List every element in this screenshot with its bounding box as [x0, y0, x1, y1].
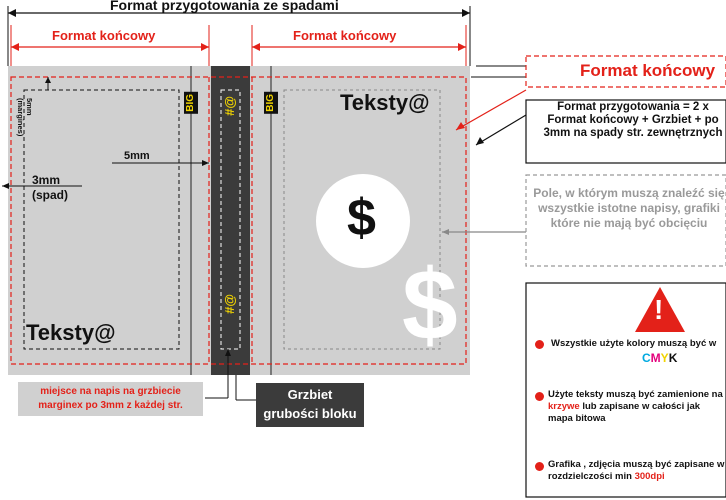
spine — [211, 66, 250, 375]
bleed-label: 3mm (spad) — [32, 173, 68, 202]
arrow-left-icon — [8, 9, 16, 17]
spine-thickness-note: Grzbiet grubości bloku — [256, 385, 364, 423]
final-format-label-left: Format końcowy — [52, 28, 156, 43]
big-dollar-icon: $ — [402, 249, 458, 361]
bleed-format-legend: Format przygotowania = 2 x Format końcow… — [543, 101, 723, 139]
spine-text-note-line2: marginex po 3mm z każdej str. — [38, 400, 183, 411]
back-cover-text: Teksty@ — [26, 320, 116, 345]
trim-line — [10, 76, 467, 365]
crease-label-left: BIG — [184, 92, 198, 114]
spine-thickness-line1: Grzbiet — [287, 387, 333, 402]
arrow-right-icon — [458, 43, 466, 51]
cmyk-label: CMYK — [642, 351, 677, 365]
cmyk-y: Y — [660, 351, 669, 365]
final-format-label-right: Format końcowy — [293, 28, 397, 43]
rule-curves: Użyte teksty muszą być zamienione na krz… — [548, 389, 723, 424]
front-cover-text: Teksty@ — [340, 90, 430, 115]
arrow-up-icon — [225, 349, 231, 356]
margin-label: 5mm (margines) — [16, 98, 34, 137]
logo-circle — [316, 174, 410, 268]
arrow-up-icon — [45, 77, 51, 83]
arrow-left-icon — [2, 183, 9, 189]
bullet-icon — [535, 340, 544, 349]
cmyk-m: M — [650, 351, 661, 365]
bleed-format-legend-box — [525, 99, 726, 164]
bleed-format-label: Format przygotowania ze spadami — [110, 0, 339, 13]
arrow-icon — [456, 122, 465, 130]
arrow-left-icon — [252, 43, 260, 51]
callout-line — [455, 89, 527, 131]
cmyk-c: C — [642, 351, 651, 365]
warning-symbol: ! — [654, 294, 664, 325]
arrow-right-icon — [202, 160, 209, 166]
spine-text-note-line1: miejsce na napis na grzbiecie — [40, 386, 181, 397]
inner-margin-label: 5mm — [124, 150, 150, 162]
crease-label-right: BIG — [264, 92, 278, 114]
safe-area-legend: Pole, w którym muszą znaleźć się wszystk… — [533, 186, 725, 230]
cmyk-k: K — [668, 351, 678, 365]
safe-area-back — [23, 89, 180, 350]
safe-area-legend-box — [525, 174, 726, 267]
rules-box — [525, 282, 726, 498]
spine-text-note-box — [18, 382, 203, 416]
arrow-icon — [476, 137, 484, 145]
rule-cmyk: Wszystkie użyte kolory muszą być w — [551, 338, 717, 349]
spine-thickness-line2: grubości bloku — [263, 406, 357, 421]
final-format-legend: Format końcowy — [580, 61, 716, 80]
spine-marker-bottom: #@ — [222, 294, 237, 314]
arrow-left-icon — [11, 43, 19, 51]
bullet-icon — [535, 462, 544, 471]
dollar-icon: $ — [347, 189, 376, 247]
bullet-icon — [535, 392, 544, 401]
warning-icon — [635, 287, 685, 332]
spine-thickness-box — [256, 383, 364, 427]
safe-area-front — [283, 89, 441, 350]
arrow-right-icon — [462, 9, 470, 17]
arrow-icon — [442, 229, 449, 235]
rule-resolution: Grafika , zdjęcia muszą być zapisane w r… — [548, 459, 725, 482]
spine-marker-top: #@ — [222, 96, 237, 116]
arrow-right-icon — [201, 43, 209, 51]
callout-line — [475, 114, 527, 146]
spine-text-note: miejsce na napis na grzbiecie marginex p… — [18, 385, 203, 413]
spine-text-area — [220, 89, 241, 350]
final-format-legend-box — [525, 55, 726, 88]
